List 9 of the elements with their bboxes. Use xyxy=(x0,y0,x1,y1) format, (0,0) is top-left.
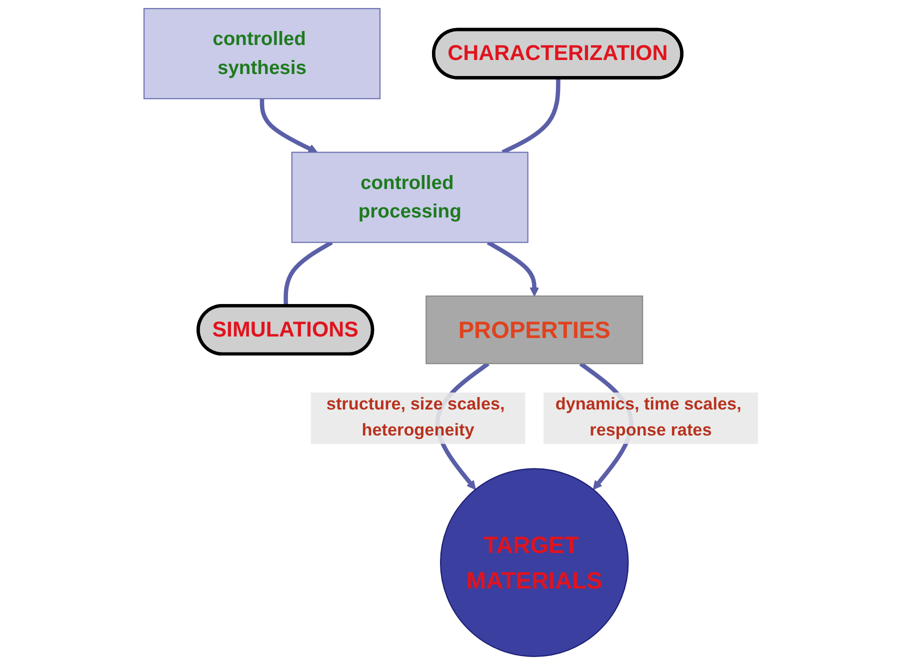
edge-label: structure, size scales, heterogeneity xyxy=(326,396,505,440)
arrow xyxy=(486,240,540,296)
node-box: controlled synthesis xyxy=(143,8,381,100)
edge-label: dynamics, time scales, response rates xyxy=(555,396,742,440)
node-box: PROPERTIES xyxy=(426,296,644,364)
connector xyxy=(284,240,333,306)
node-box: controlled processing xyxy=(291,152,528,243)
node-circle: TARGET MATERIALS xyxy=(440,468,629,657)
arrow xyxy=(260,98,318,153)
